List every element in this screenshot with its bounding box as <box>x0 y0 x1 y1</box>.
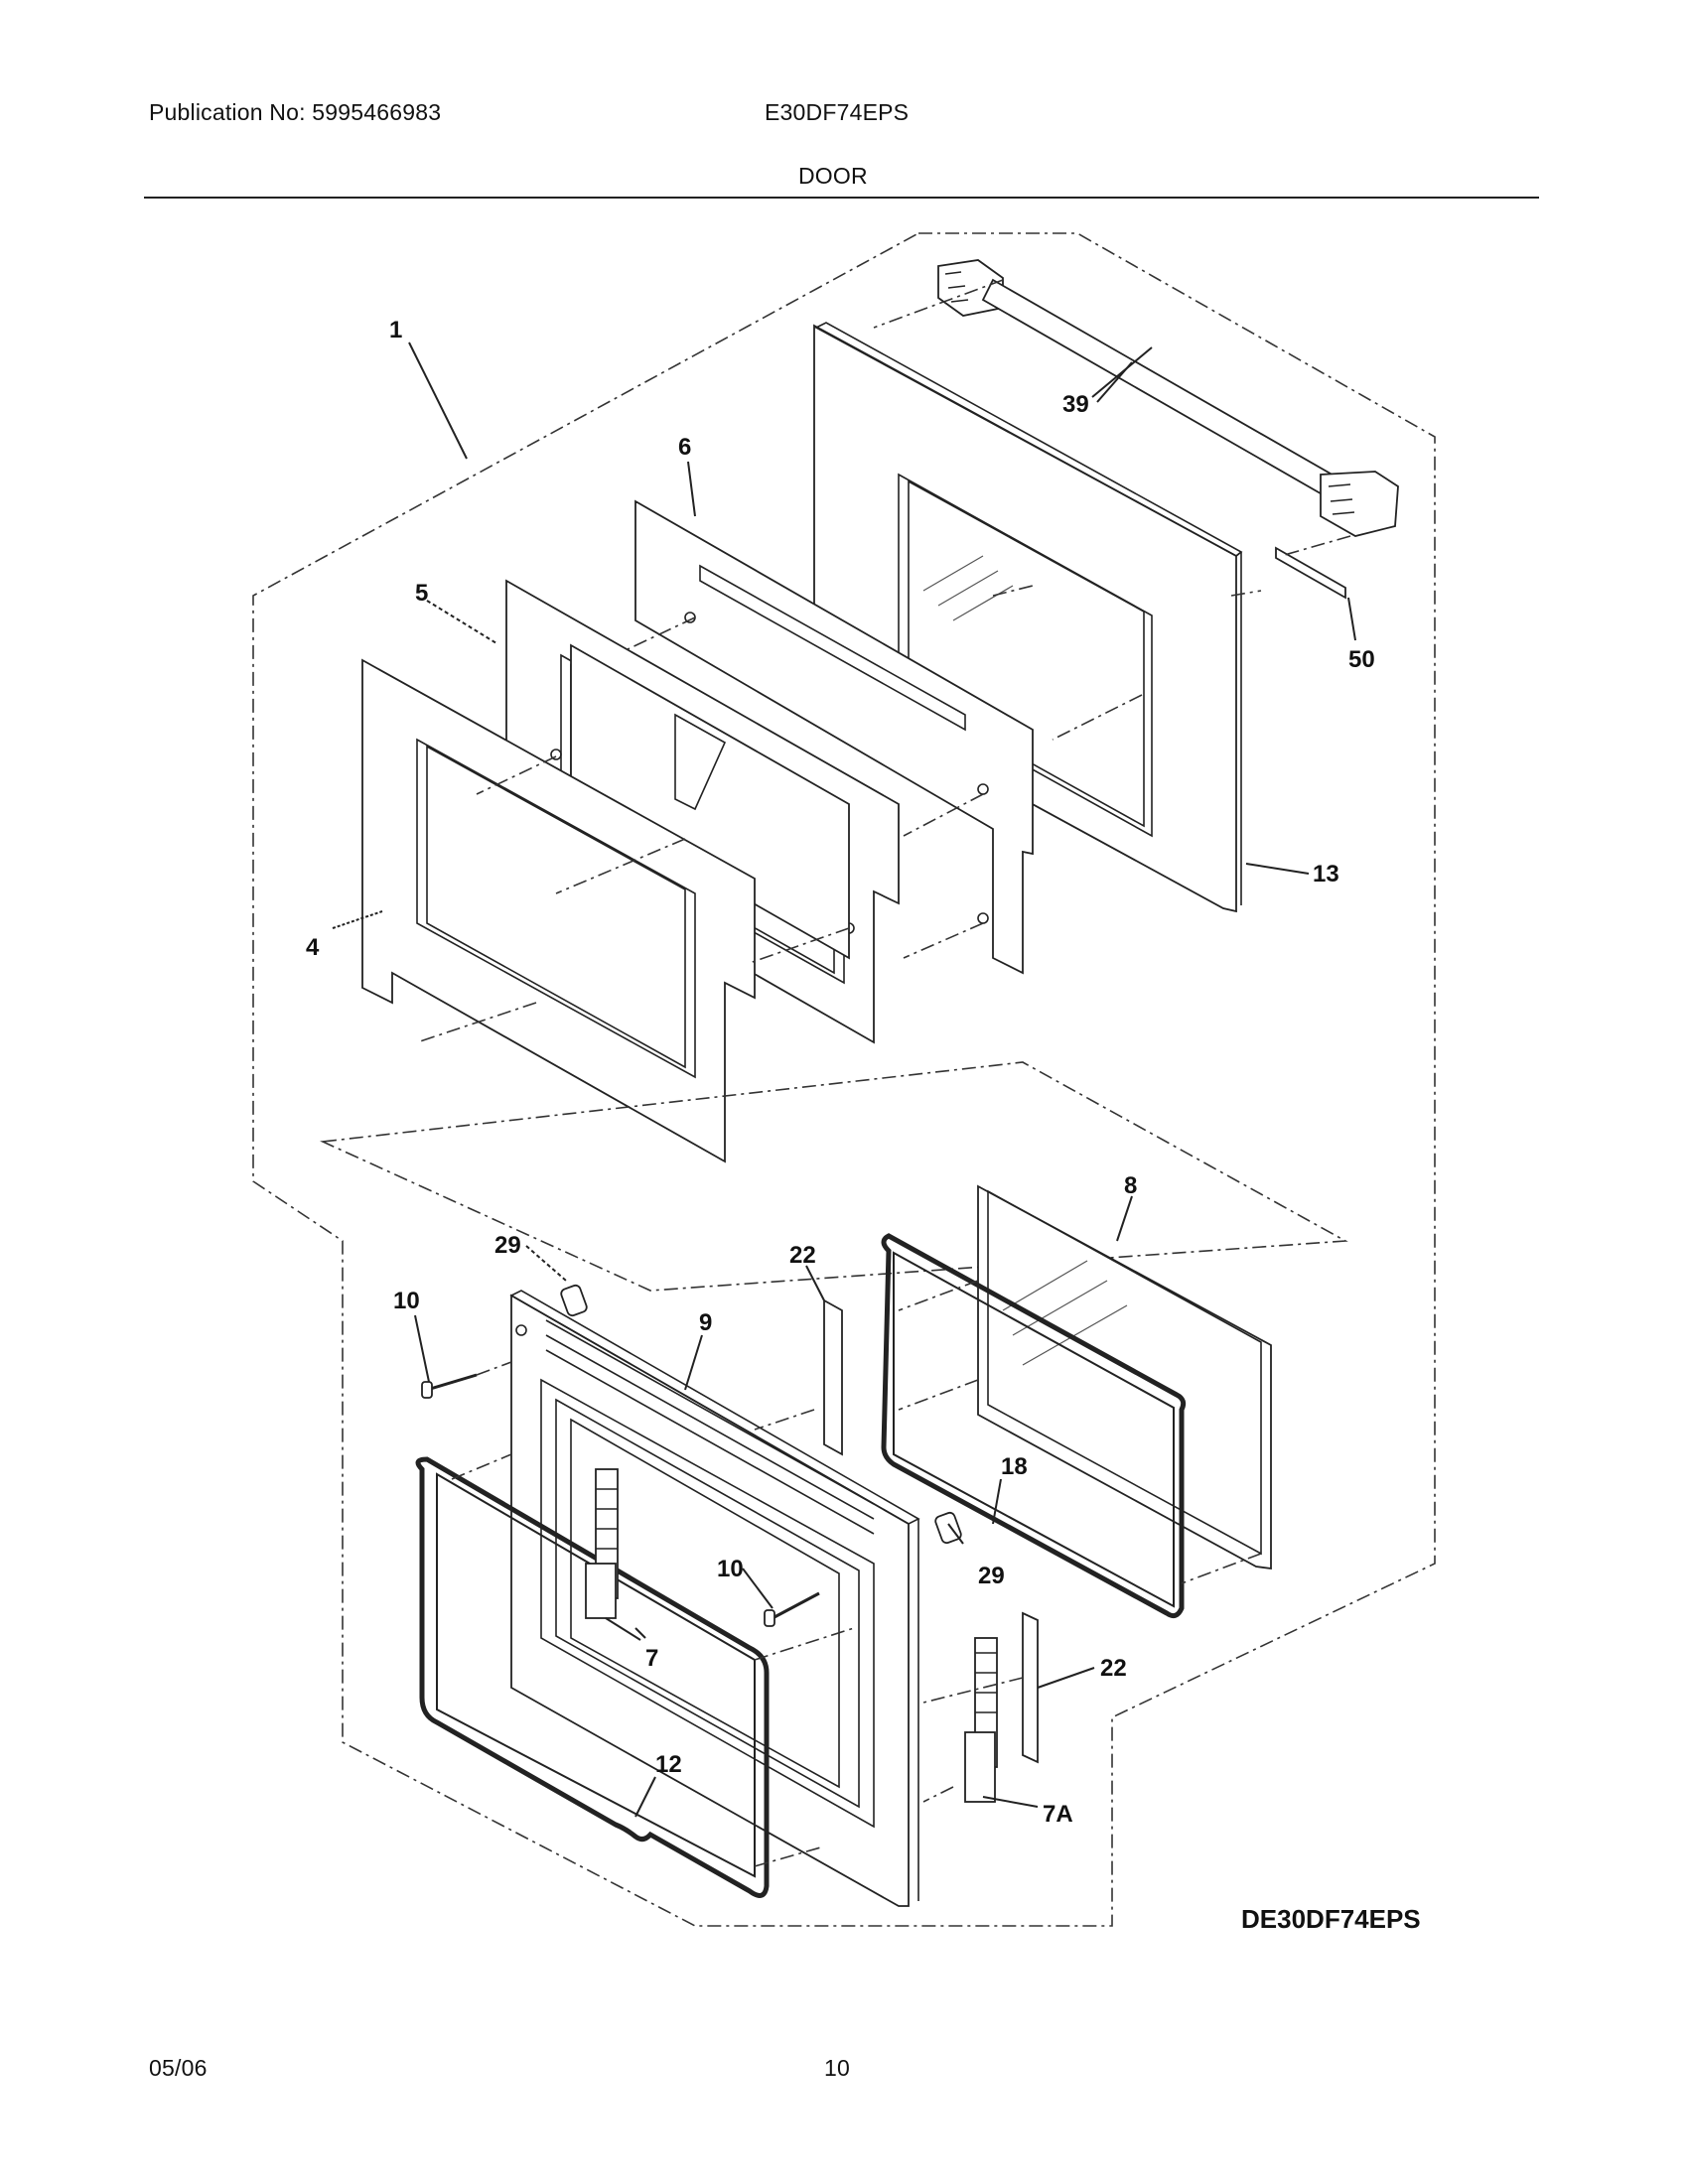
callout-1: 1 <box>389 317 402 343</box>
section-title: DOOR <box>798 163 868 189</box>
callout-8: 8 <box>1124 1172 1137 1199</box>
callout-6: 6 <box>678 434 691 461</box>
bushing-right <box>934 1511 962 1545</box>
window-gasket <box>881 1233 1187 1619</box>
callout-22-top: 22 <box>789 1242 816 1269</box>
callout-39: 39 <box>1062 391 1089 418</box>
door-gasket <box>415 1456 770 1898</box>
inner-baffle <box>570 643 850 960</box>
callout-13: 13 <box>1313 861 1339 887</box>
projection-plane <box>320 1061 1348 1292</box>
inner-door-panel <box>509 1290 920 1907</box>
page-number: 10 <box>824 2055 850 2081</box>
trim-strip <box>1275 546 1346 600</box>
screw-left <box>421 1373 478 1399</box>
callout-7: 7 <box>645 1645 658 1672</box>
bushing-top <box>560 1284 588 1317</box>
model-number: E30DF74EPS <box>765 99 910 125</box>
diagram-code: DE30DF74EPS <box>1241 1904 1421 1934</box>
leader-lines <box>332 341 1356 1818</box>
callout-10-left: 10 <box>393 1288 420 1314</box>
hinge-right <box>964 1637 998 1803</box>
publication-date: 05/06 <box>149 2055 208 2081</box>
callout-5: 5 <box>415 580 428 607</box>
insulation-frame <box>361 658 756 1163</box>
callout-10-center: 10 <box>717 1556 744 1582</box>
callout-12: 12 <box>655 1751 682 1778</box>
hinge-cover-right <box>1022 1611 1039 1764</box>
assembly-boundary <box>252 232 1436 1927</box>
callout-50: 50 <box>1348 646 1375 673</box>
window-glass <box>977 1184 1272 1570</box>
callout-29-right: 29 <box>978 1563 1005 1589</box>
callout-9: 9 <box>699 1309 712 1336</box>
publication-number: Publication No: 5995466983 <box>149 99 442 125</box>
callout-29-top: 29 <box>494 1232 521 1259</box>
callout-7A: 7A <box>1043 1801 1073 1828</box>
header-divider <box>144 197 1539 199</box>
guide-lines <box>416 279 1351 1867</box>
callout-4: 4 <box>306 934 320 961</box>
outer-door-panel <box>813 322 1243 913</box>
callout-22-right: 22 <box>1100 1655 1127 1682</box>
callout-18: 18 <box>1001 1453 1028 1480</box>
screw-center <box>764 1591 820 1627</box>
hinge-left <box>585 1468 619 1619</box>
hinge-cover-left <box>823 1298 843 1456</box>
door-handle <box>937 259 1399 537</box>
inner-glass-panel <box>634 499 1034 975</box>
